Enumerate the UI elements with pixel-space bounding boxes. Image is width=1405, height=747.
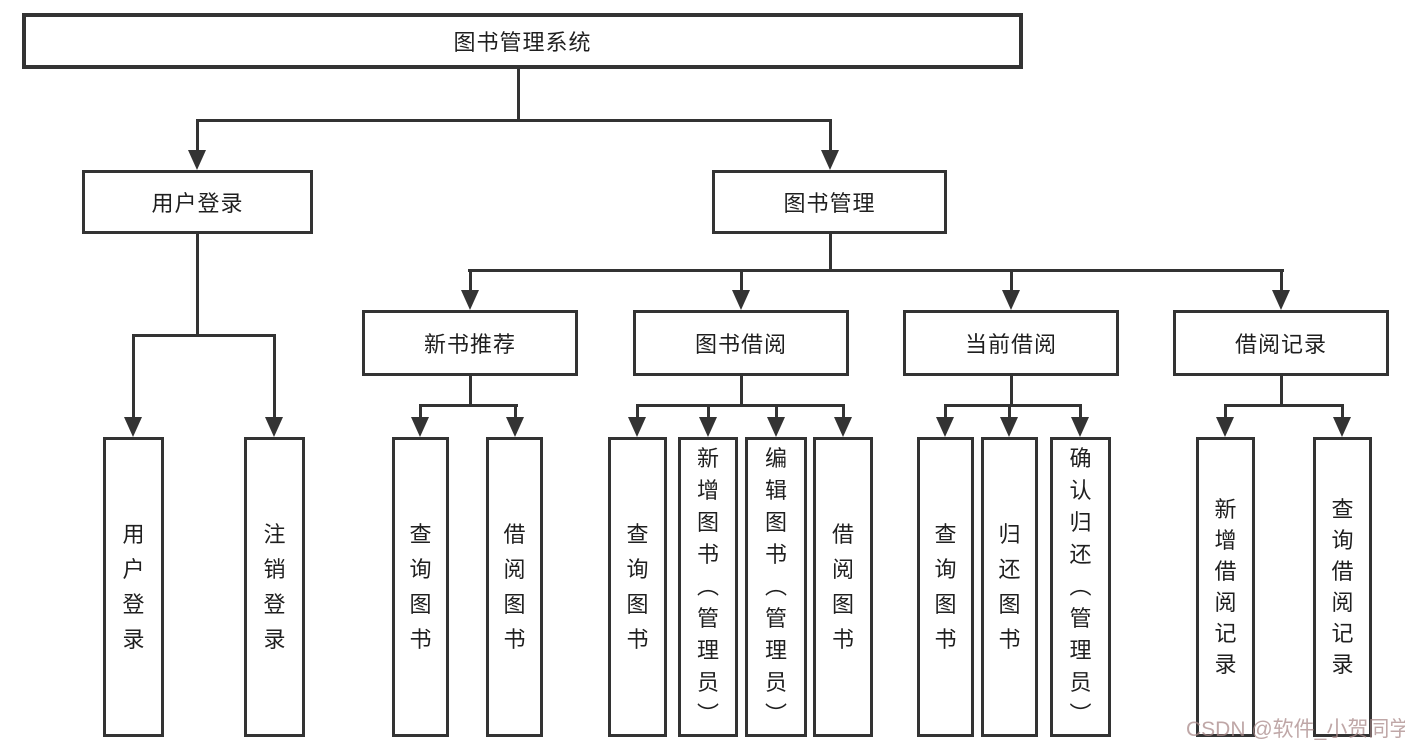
- connector-records-stem: [1280, 374, 1283, 407]
- connector-recommend-drop2: [514, 404, 517, 419]
- leaf-borrow-borrow-books: 借阅图书: [813, 437, 873, 737]
- leaf-current-query-books-label: 查询图书: [934, 522, 957, 652]
- node-user-login: 用户登录: [82, 170, 313, 234]
- arrowhead-recommend-leaf1: [411, 417, 429, 437]
- arrowhead-user-login: [188, 150, 206, 170]
- connector-userlogin-drop1: [132, 334, 135, 419]
- connector-borrow-drop3: [775, 404, 778, 419]
- connector-borrow-drop2: [707, 404, 710, 419]
- arrowhead-userlogin-leaf2: [265, 417, 283, 437]
- connector-recommend-stem: [469, 374, 472, 407]
- node-root: 图书管理系统: [22, 13, 1023, 69]
- leaf-borrow-query-books: 查询图书: [608, 437, 667, 737]
- connector-userlogin-drop2: [273, 334, 276, 419]
- node-current-borrow-label: 当前借阅: [964, 332, 1057, 357]
- node-book-management-label: 图书管理: [783, 191, 876, 216]
- connector-current-drop: [1010, 269, 1013, 292]
- connector-root-stem: [517, 68, 520, 121]
- leaf-current-return-books: 归还图书: [981, 437, 1038, 737]
- leaf-borrow-edit-books-admin: 编辑图书︵管理员︶: [745, 437, 807, 737]
- node-book-management: 图书管理: [712, 170, 947, 234]
- leaf-recommend-borrow-books-label: 借阅图书: [503, 522, 526, 652]
- leaf-current-query-books: 查询图书: [917, 437, 974, 737]
- leaf-records-add-record-label: 新增借阅记录: [1214, 497, 1237, 677]
- arrowhead-borrow-leaf3: [767, 417, 785, 437]
- arrowhead-borrow-leaf2: [699, 417, 717, 437]
- connector-records-drop: [1280, 269, 1283, 292]
- leaf-logout-label: 注销登录: [263, 522, 286, 652]
- connector-recommend-drop1: [419, 404, 422, 419]
- connector-current-drop3: [1079, 404, 1082, 419]
- node-borrow-records: 借阅记录: [1173, 310, 1389, 376]
- arrowhead-current: [1002, 290, 1020, 310]
- leaf-current-confirm-return-admin: 确认归还︵管理员︶: [1050, 437, 1111, 737]
- arrowhead-records-leaf1: [1216, 417, 1234, 437]
- connector-borrow-bar: [636, 404, 844, 407]
- leaf-current-confirm-return-admin-label: 确认归还︵管理员︶: [1069, 446, 1092, 727]
- leaf-current-return-books-label: 归还图书: [998, 522, 1021, 652]
- connector-book-mgmt-drop: [829, 119, 832, 153]
- arrowhead-borrow-leaf4: [834, 417, 852, 437]
- connector-records-drop2: [1341, 404, 1344, 419]
- leaf-recommend-query-books: 查询图书: [392, 437, 449, 737]
- connector-records-drop1: [1224, 404, 1227, 419]
- arrowhead-current-leaf2: [1000, 417, 1018, 437]
- node-book-borrow: 图书借阅: [633, 310, 849, 376]
- connector-current-stem: [1010, 374, 1013, 407]
- connector-user-login-drop: [196, 119, 199, 153]
- arrowhead-userlogin-leaf1: [124, 417, 142, 437]
- csdn-watermark: CSDN @软件_小贺同学: [1186, 718, 1405, 741]
- node-current-borrow: 当前借阅: [903, 310, 1119, 376]
- arrowhead-records-leaf2: [1333, 417, 1351, 437]
- connector-borrow-drop: [740, 269, 743, 292]
- connector-borrow-drop1: [636, 404, 639, 419]
- node-user-login-label: 用户登录: [151, 191, 244, 216]
- arrowhead-records: [1272, 290, 1290, 310]
- leaf-logout: 注销登录: [244, 437, 305, 737]
- connector-current-drop2: [1008, 404, 1011, 419]
- node-root-label: 图书管理系统: [453, 30, 592, 55]
- connector-current-bar: [944, 404, 1082, 407]
- arrowhead-borrow: [732, 290, 750, 310]
- leaf-user-login-label: 用户登录: [122, 522, 145, 652]
- leaf-borrow-borrow-books-label: 借阅图书: [831, 522, 854, 652]
- node-borrow-records-label: 借阅记录: [1234, 332, 1327, 357]
- arrowhead-current-leaf1: [936, 417, 954, 437]
- arrowhead-current-leaf3: [1071, 417, 1089, 437]
- connector-root-bar: [196, 119, 832, 122]
- arrowhead-borrow-leaf1: [628, 417, 646, 437]
- arrowhead-recommend: [461, 290, 479, 310]
- leaf-borrow-query-books-label: 查询图书: [626, 522, 649, 652]
- connector-bookmgmt-stem: [829, 231, 832, 272]
- connector-userlogin-bar: [132, 334, 276, 337]
- leaf-borrow-edit-books-admin-label: 编辑图书︵管理员︶: [764, 446, 787, 727]
- leaf-recommend-borrow-books: 借阅图书: [486, 437, 543, 737]
- connector-records-bar: [1224, 404, 1344, 407]
- connector-current-drop1: [944, 404, 947, 419]
- connector-recommend-bar: [419, 404, 518, 407]
- node-new-book-recommend-label: 新书推荐: [423, 332, 516, 357]
- connector-borrow-stem: [740, 374, 743, 407]
- node-book-borrow-label: 图书借阅: [694, 332, 787, 357]
- leaf-user-login: 用户登录: [103, 437, 164, 737]
- connector-bookmgmt-bar: [468, 269, 1284, 272]
- arrowhead-book-mgmt: [821, 150, 839, 170]
- connector-recommend-drop: [469, 269, 472, 292]
- leaf-records-add-record: 新增借阅记录: [1196, 437, 1255, 737]
- leaf-borrow-add-books-admin: 新增图书︵管理员︶: [678, 437, 738, 737]
- leaf-borrow-add-books-admin-label: 新增图书︵管理员︶: [696, 446, 719, 727]
- connector-borrow-drop4: [842, 404, 845, 419]
- leaf-records-query-record: 查询借阅记录: [1313, 437, 1372, 737]
- leaf-recommend-query-books-label: 查询图书: [409, 522, 432, 652]
- connector-userlogin-stem: [196, 231, 199, 337]
- node-new-book-recommend: 新书推荐: [362, 310, 578, 376]
- leaf-records-query-record-label: 查询借阅记录: [1331, 497, 1354, 677]
- arrowhead-recommend-leaf2: [506, 417, 524, 437]
